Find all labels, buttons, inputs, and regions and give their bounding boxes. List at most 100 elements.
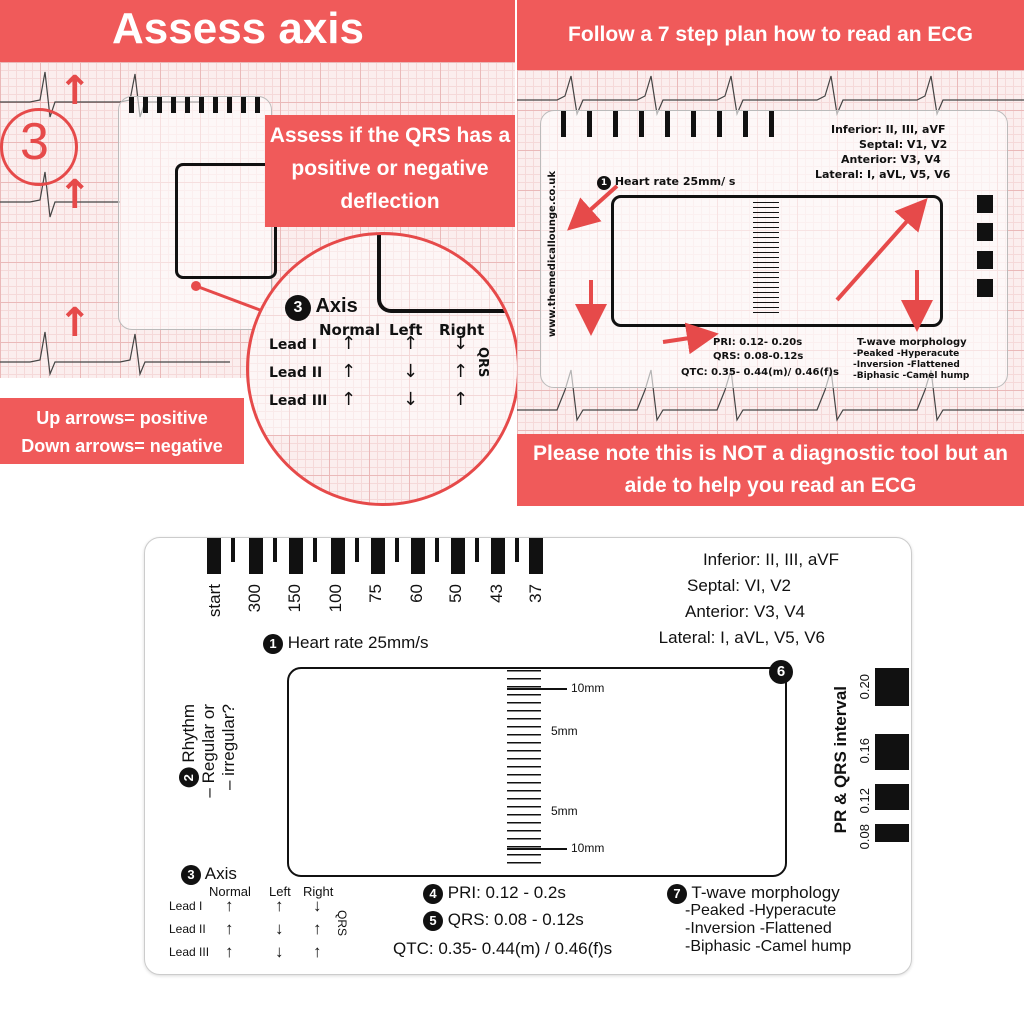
mag-arrow: ↓ [403,361,419,382]
photo-card-step5: QRS: 0.08-0.12s [713,351,804,362]
rate-label: start [205,584,224,618]
photo-card-window [611,195,943,327]
rate-tick [249,538,263,574]
magnifier-card [249,235,517,435]
left-photo-card [118,96,277,330]
step5-qrs: 5 QRS: 0.08 - 0.12s [423,910,584,931]
circled-number [0,108,78,186]
rate-label: 150 [285,584,304,613]
magnifier-window [377,235,517,313]
rate-label: 50 [446,584,465,603]
leads-anterior: Anterior: V3, V4 [684,602,805,621]
mag-col-normal: Normal [319,321,381,339]
ruler-label-top: 10mm [571,681,605,695]
photo-card-lead-lateral: Lateral: I, aVL, V5, V6 [815,168,951,181]
photo-card-step7-l3: -Biphasic -Camel hump [853,371,970,381]
axis-arrow: ↑ [313,919,322,938]
legend-down: Down arrows= negative [21,436,223,456]
magnifier-axis: 3 Axis [285,295,358,321]
photo-card-qtc: QTC: 0.35- 0.44(m)/ 0.46(f)s [681,367,839,378]
ruler-label-bottom: 10mm [571,841,605,855]
rate-tick [207,538,221,574]
step2-badge: 2 [179,767,199,788]
mm-ruler-mark [507,688,567,690]
photo-card-step7-l1: -Peaked -Hyperacute [853,349,960,359]
ecg-ruler-card: start 300 150 100 75 60 50 43 37 Inferio… [144,537,912,975]
step2-label: Rhythm [179,704,198,763]
photo-card-step1-label: Heart rate 25mm/ s [614,175,736,188]
pr-qrs-label: PR & QRS interval [831,686,850,834]
mag-arrow: ↑ [341,361,357,382]
step2-sub1: – Regular or [199,704,218,798]
rate-tick [411,538,425,574]
step5-badge: 5 [423,910,443,931]
pr-bar [875,824,909,842]
axis-arrow: ↑ [225,942,234,961]
step3-badge: 3 [285,295,311,321]
rate-label: 60 [407,584,426,603]
up-arrow-icon: ↑ [58,172,92,218]
axis-row-lead: Lead I [169,899,203,913]
left-photo-card-ruler [129,97,269,113]
left-title: Assess axis [112,4,364,53]
pr-value: 0.16 [857,738,872,764]
axis-col-normal: Normal [209,884,251,899]
rate-tick [515,538,519,562]
pr-value: 0.08 [857,824,872,850]
step7-twave: 7 T-wave morphology [667,883,840,904]
right-photo-card: www.themedicallounge.co.uk 1 Heart rate … [540,110,1008,388]
step2-text: 2 Rhythm [179,704,199,788]
right-title-banner: Follow a 7 step plan how to read an ECG [517,0,1024,70]
rate-tick [231,538,235,562]
pr-value: 0.20 [857,674,872,700]
mag-arrow: ↑ [341,333,357,354]
leads-lateral: Lateral: I, aVL, V5, V6 [658,628,825,647]
disclaimer-text: Please note this is NOT a diagnostic too… [533,442,1008,497]
qrs-note-text: Assess if the QRS has a positive or nega… [269,124,511,213]
legend-banner: Up arrows= positive Down arrows= negativ… [0,398,244,464]
step6-badge: 6 [769,660,793,684]
step2-rhythm: 2 Rhythm – Regular or – irregular? [179,704,239,874]
step4-badge: 4 [423,883,443,904]
step7-line1: -Peaked -Hyperacute [685,902,837,919]
axis-arrow: ↑ [313,942,322,961]
magnifier-axis-label: Axis [315,295,358,317]
step3-label: Axis [204,864,237,883]
rate-tick [529,538,543,574]
rate-tick [331,538,345,574]
axis-arrow: ↓ [275,942,284,961]
step1-badge: 1 [263,633,283,654]
mag-arrow: ↑ [453,389,469,410]
rate-tick [273,538,277,562]
mag-arrow: ↓ [403,389,419,410]
mag-row-lead1: Lead I [269,337,317,353]
ruler-label-lower-mid: 5mm [551,804,578,818]
mag-row-lead3: Lead III [269,393,328,409]
rate-tick [355,538,359,562]
axis-arrow: ↓ [275,919,284,938]
mag-arrow: ↑ [403,333,419,354]
up-arrow-icon: ↑ [58,68,92,114]
axis-arrow: ↑ [275,896,284,915]
circled-number-text: 3 [20,113,49,171]
photo-card-lead-anterior: Anterior: V3, V4 [841,153,941,166]
rate-label: 75 [366,584,385,603]
step7-line3: -Biphasic -Camel hump [685,938,852,955]
photo-card-step1: 1 Heart rate 25mm/ s [597,175,735,190]
rate-tick [475,538,479,562]
pr-value: 0.12 [857,788,872,814]
magnifier-connector [191,281,261,312]
annotation-arrows [567,184,933,355]
photo-card-step7: T-wave morphology [857,337,967,348]
rate-tick [491,538,505,574]
magnifier-circle: 3 Axis Normal Left Right Lead I Lead II … [246,232,520,506]
disclaimer-banner: Please note this is NOT a diagnostic too… [517,434,1024,506]
step5-label: QRS: 0.08 - 0.12s [447,910,584,929]
pr-bar [875,668,909,706]
photo-card-ruler [561,111,781,137]
axis-arrow: ↑ [225,919,234,938]
pr-bar [875,784,909,810]
rate-tick [435,538,439,562]
rate-label: 43 [487,584,506,603]
photo-card-step4: PRI: 0.12- 0.20s [713,337,803,348]
